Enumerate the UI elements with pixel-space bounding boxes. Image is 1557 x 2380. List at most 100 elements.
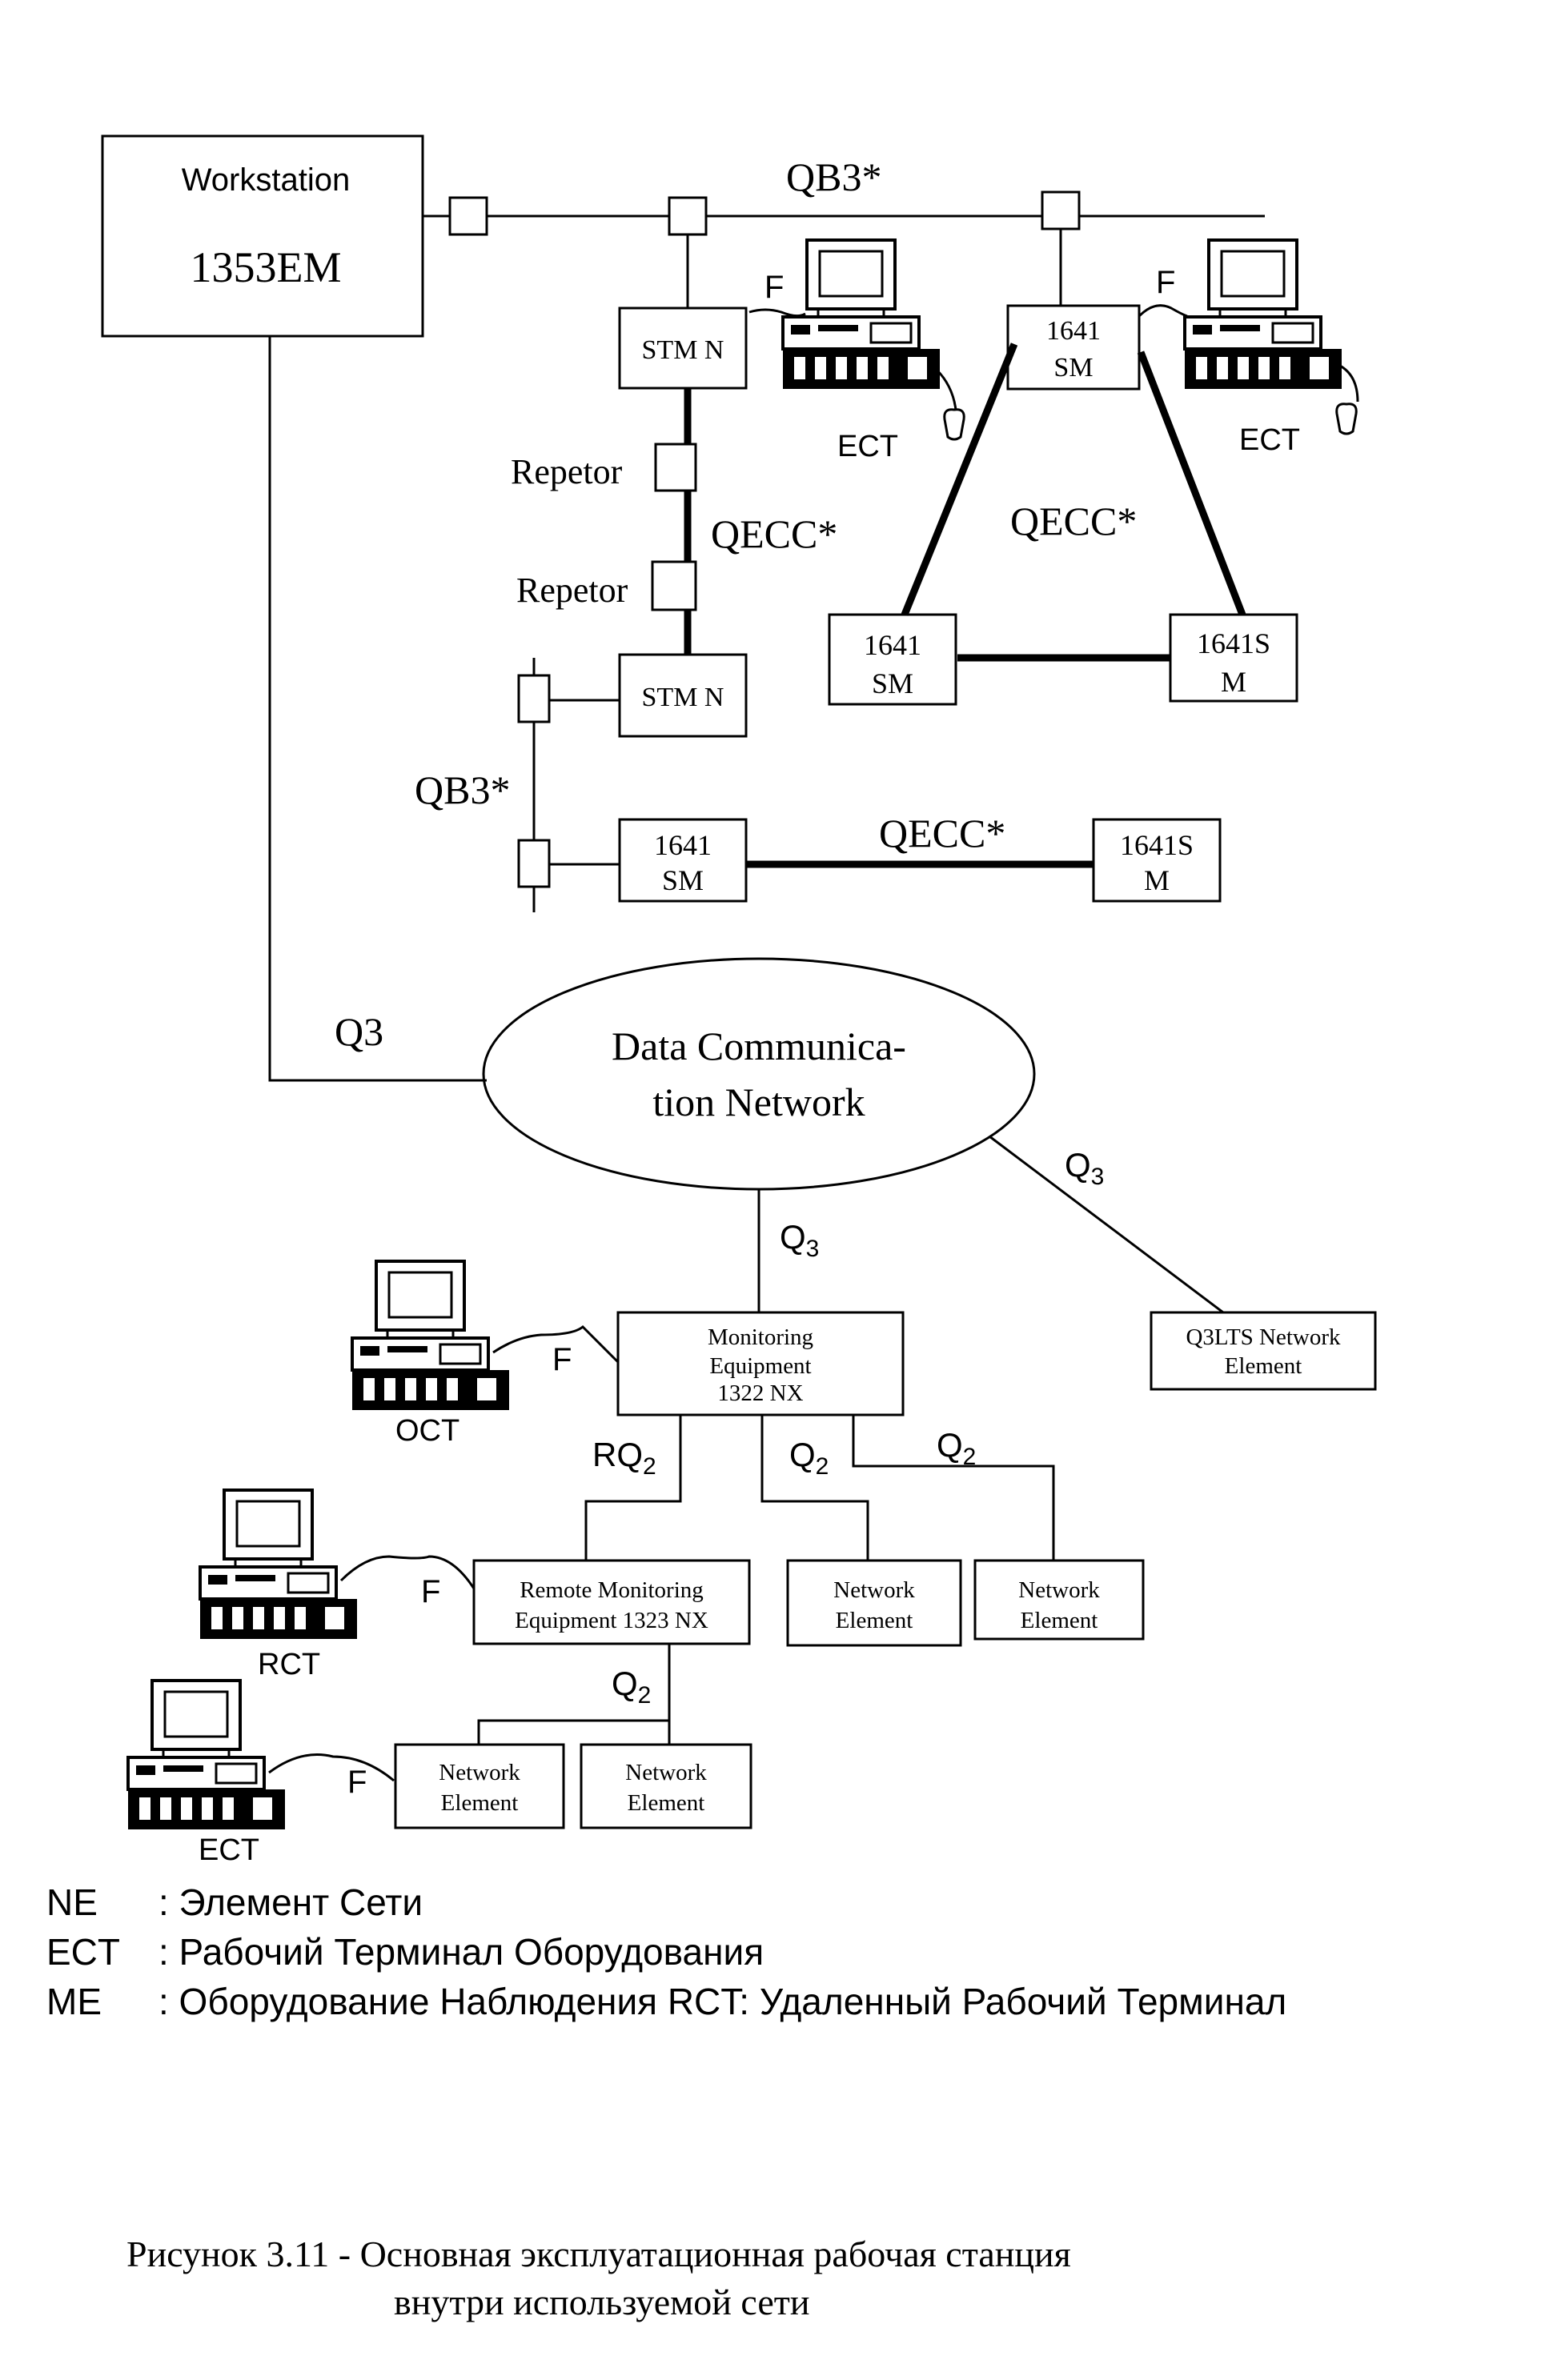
bottom-1641-sm-line1: 1641 <box>654 829 712 861</box>
q2-label-remote: Q2 <box>612 1665 651 1709</box>
oct-label: OCT <box>395 1414 459 1448</box>
dcn-line1: Data Communica- <box>612 1024 906 1068</box>
remote-line2: Equipment 1323 NX <box>515 1608 708 1633</box>
ring-1641-sm-top-box <box>1006 304 1141 391</box>
qecc-label-ring: QECC* <box>1010 499 1137 543</box>
ring-link-right <box>1137 351 1246 616</box>
qb3-left-label: QB3* <box>415 767 510 812</box>
monitoring-line2: Equipment <box>709 1353 811 1379</box>
ring-1641sm-right-line1: 1641S <box>1197 627 1270 659</box>
q3lts-line2: Element <box>1225 1353 1302 1379</box>
legend-text: : Оборудование Наблюдения RCT: Удаленный… <box>159 1981 1287 2022</box>
remote-monitoring-box <box>472 1559 751 1645</box>
dcn-line2: tion Network <box>652 1080 865 1124</box>
ring-link-left <box>901 343 1018 616</box>
q2-link-ne1 <box>760 1415 869 1561</box>
rct-label: RCT <box>258 1648 320 1681</box>
network-element-4-line1: Network <box>625 1760 707 1785</box>
repetor-label-1: Repetor <box>511 452 623 491</box>
qb3-top-label: QB3* <box>786 154 881 199</box>
f-label-top-right: F <box>1156 265 1175 300</box>
ect-label-bottom: ECT <box>199 1833 259 1867</box>
f-label-rct: F <box>421 1574 440 1609</box>
network-element-4-line2: Element <box>628 1790 705 1816</box>
legend-row-me: ME : Оборудование Наблюдения RCT: Удаленн… <box>46 1980 1286 2023</box>
q2-label-1: Q2 <box>789 1436 829 1480</box>
repetor-box-2 <box>651 560 697 611</box>
legend-text: : Элемент Сети <box>159 1881 423 1923</box>
ect-terminal-top-left <box>748 238 965 441</box>
legend-text: : Рабочий Терминал Оборудования <box>159 1931 764 1973</box>
figure-caption-line2: внутри используемой сети <box>394 2282 810 2322</box>
ect-label-top-right: ECT <box>1239 423 1300 457</box>
network-element-box-4 <box>580 1743 752 1829</box>
q3-right-label: Q3 <box>1065 1146 1104 1190</box>
q3-down-label: Q3 <box>780 1218 819 1262</box>
rct-terminal <box>199 1489 476 1641</box>
network-element-box-2 <box>973 1559 1145 1641</box>
stm-n-top-box <box>618 307 748 390</box>
bottom-1641-sm-box <box>618 818 748 903</box>
workstation-model: 1353EM <box>191 243 342 291</box>
bus-junction-3 <box>1041 190 1081 230</box>
stm-n-bottom-label: STM N <box>642 683 724 712</box>
ect-terminal-bottom <box>126 1679 395 1831</box>
network-element-3-line2: Element <box>441 1790 519 1816</box>
monitoring-line3: 1322 NX <box>717 1380 803 1406</box>
legend-row-ne: NE : Элемент Сети <box>46 1881 423 1924</box>
ring-1641-sm-left-box <box>828 613 957 706</box>
legend-abbr: ME <box>46 1981 102 2022</box>
bus-junction-2 <box>668 196 708 236</box>
legend-abbr: ECT <box>46 1931 120 1973</box>
legend-row-ect: ECT : Рабочий Терминал Оборудования <box>46 1930 764 1973</box>
left-bus-junction-2 <box>517 839 551 888</box>
monitoring-equipment-box <box>616 1311 905 1416</box>
bottom-1641-sm-line2: SM <box>662 864 704 896</box>
legend-abbr: NE <box>46 1881 98 1923</box>
ring-1641-sm-top-line2: SM <box>1053 353 1093 383</box>
remote-line1: Remote Monitoring <box>520 1577 704 1603</box>
q2-label-2: Q2 <box>937 1426 976 1470</box>
workstation-box <box>101 134 424 338</box>
f-label-oct: F <box>552 1342 572 1377</box>
bottom-1641sm-right-line1: 1641S <box>1120 829 1194 861</box>
ring-1641-sm-left-line2: SM <box>872 667 913 699</box>
f-label-top-left: F <box>764 270 784 305</box>
ect-terminal-top-right <box>1138 238 1359 435</box>
left-bus-junction-1 <box>517 674 551 723</box>
dcn-ellipse <box>482 957 1036 1191</box>
q3-label: Q3 <box>335 1009 383 1054</box>
network-element-box-3 <box>394 1743 565 1829</box>
q2-link-ne2 <box>852 1415 1055 1561</box>
ring-1641sm-right-box <box>1169 613 1298 703</box>
q3lts-line1: Q3LTS Network <box>1186 1324 1341 1350</box>
rq2-label: RQ2 <box>592 1436 656 1480</box>
f-label-bottom: F <box>347 1765 367 1800</box>
repetor-box-1 <box>654 443 697 492</box>
ring-1641sm-right-line2: M <box>1221 666 1246 698</box>
stm-n-bottom-box <box>618 653 748 738</box>
qecc-label-bottom: QECC* <box>879 811 1005 855</box>
bottom-1641sm-right-line2: M <box>1144 864 1170 896</box>
bus-junction-1 <box>448 196 488 236</box>
network-element-3-line1: Network <box>439 1760 520 1785</box>
ring-1641-sm-top-line1: 1641 <box>1046 316 1101 346</box>
rq2-link <box>584 1415 682 1561</box>
ect-label-top-left: ECT <box>837 430 898 463</box>
network-element-1-line1: Network <box>833 1577 915 1603</box>
network-element-2-line1: Network <box>1018 1577 1100 1603</box>
q3-link <box>268 336 487 1082</box>
network-element-2-line2: Element <box>1021 1608 1098 1633</box>
q3lts-box <box>1150 1311 1377 1391</box>
remote-q2-branch <box>477 1719 671 1745</box>
qecc-label-chain: QECC* <box>711 511 837 556</box>
oct-terminal <box>351 1260 620 1412</box>
stm-n-top-label: STM N <box>642 335 724 365</box>
repetor-label-2: Repetor <box>516 571 628 610</box>
bottom-1641sm-right-box <box>1092 818 1222 903</box>
monitoring-line1: Monitoring <box>708 1324 813 1350</box>
network-element-1-line2: Element <box>836 1608 913 1633</box>
workstation-label: Workstation <box>182 162 350 198</box>
